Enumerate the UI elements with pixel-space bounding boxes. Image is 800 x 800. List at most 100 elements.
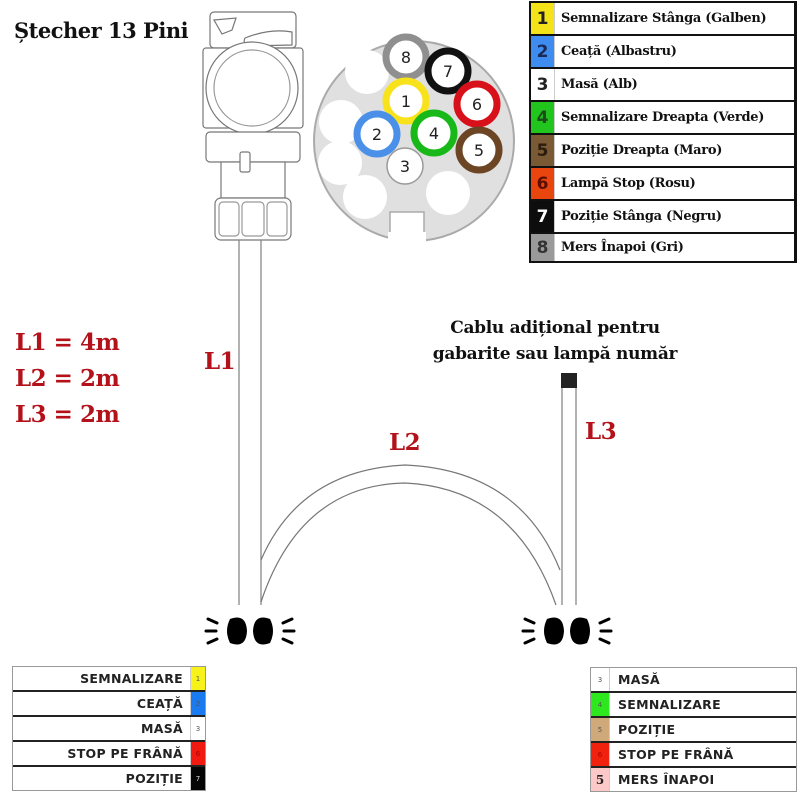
lamp-table-row: 4 SEMNALIZARE — [591, 693, 796, 718]
length-l2: L2 = 2m — [15, 365, 120, 392]
pin-function-label: Poziție Dreapta (Maro) — [554, 135, 794, 166]
socket-pin-5: 5 — [455, 126, 503, 174]
lamp-table-row: 5 MERS ÎNAPOI — [591, 768, 796, 791]
cable-l2 — [260, 464, 561, 606]
lamp-function-label: MERS ÎNAPOI — [618, 772, 715, 787]
pin-number: 8 — [401, 48, 411, 67]
pin-color-swatch: 6 — [531, 168, 554, 199]
socket-pin-4: 4 — [410, 109, 458, 157]
pin-function-label: Semnalizare Dreapta (Verde) — [554, 102, 794, 133]
pin-color-swatch: 5 — [591, 768, 610, 791]
lamp-function-label: CEAȚĂ — [136, 696, 183, 711]
lamp-table-row: STOP PE FRÂNĂ 6 — [13, 742, 205, 767]
socket-pin-6: 6 — [453, 80, 501, 128]
pin-color-swatch: 3 — [190, 717, 205, 740]
pin-color-swatch: 1 — [531, 3, 554, 34]
pin-color-swatch: 6 — [591, 743, 610, 766]
pin-ring — [382, 33, 430, 81]
socket-pin-7: 7 — [424, 47, 472, 95]
lamp-function-label: MASĂ — [618, 672, 660, 687]
socket-pin-2: 2 — [353, 110, 401, 158]
length-l1: L1 = 4m — [15, 329, 120, 356]
pin-ring — [410, 109, 458, 157]
cable-lengths: L1 = 4m L2 = 2m L3 = 2m — [15, 325, 120, 433]
lamp-function-label: POZIȚIE — [125, 771, 183, 786]
cable-end-cap — [561, 373, 577, 388]
lamp-function-label: POZIȚIE — [618, 722, 676, 737]
pin-function-label: Semnalizare Stânga (Galben) — [554, 3, 794, 34]
pin-color-swatch: 3 — [531, 69, 554, 100]
lamp-function-label: STOP PE FRÂNĂ — [67, 746, 183, 761]
extra-cable-note: Cablu adițional pentru gabarite sau lamp… — [415, 315, 695, 367]
pin-number: 7 — [443, 62, 453, 81]
right-lamp-icon — [521, 617, 613, 645]
lamp-table-row: POZIȚIE 7 — [13, 767, 205, 790]
cable-l1 — [238, 240, 262, 605]
right-lamp-table: 3 MASĂ 4 SEMNALIZARE 5 POZIȚIE 6 STOP PE FRÂNĂ 5… — [590, 667, 797, 792]
lamp-function-label: SEMNALIZARE — [618, 697, 721, 712]
socket-pin-1: 1 — [382, 77, 430, 125]
pin-function-label: Masă (Alb) — [554, 69, 794, 100]
lamp-table-row: 3 MASĂ — [591, 668, 796, 693]
extra-cable-note-line2: gabarite sau lampă număr — [432, 344, 678, 364]
pin-function-label: Lampă Stop (Rosu) — [554, 168, 794, 199]
cable-label-l3: L3 — [585, 418, 617, 445]
pin-color-swatch: 6 — [190, 742, 205, 765]
pin-number: 4 — [429, 124, 439, 143]
lamp-table-row: SEMNALIZARE 1 — [13, 667, 205, 692]
page-title: Ștecher 13 Pini — [14, 18, 189, 43]
socket-pin-3: 3 — [386, 147, 424, 185]
pin-number: 5 — [474, 141, 484, 160]
pin-color-swatch: 2 — [190, 692, 205, 715]
plug-drawing — [202, 11, 304, 241]
lamp-function-label: MASĂ — [141, 721, 183, 736]
pin-color-swatch: 7 — [190, 767, 205, 790]
pin-number: 1 — [401, 92, 411, 111]
pin-ring — [453, 80, 501, 128]
pin-color-swatch: 8 — [531, 234, 554, 261]
socket-pin-8: 8 — [382, 33, 430, 81]
cable-label-l1: L1 — [204, 348, 236, 375]
pin-number: 3 — [400, 157, 410, 176]
cable-l3 — [561, 387, 577, 605]
lamp-table-row: 5 POZIȚIE — [591, 718, 796, 743]
pin-ring — [386, 147, 424, 185]
pin-ring — [455, 126, 503, 174]
pin-ring — [353, 110, 401, 158]
pin-color-swatch: 2 — [531, 36, 554, 67]
pin-color-swatch: 5 — [591, 718, 610, 741]
lamp-function-label: STOP PE FRÂNĂ — [618, 747, 734, 762]
pin-ring — [382, 77, 430, 125]
pin-color-swatch: 7 — [531, 201, 554, 232]
socket-pins: 8 7 1 6 2 4 5 3 — [353, 33, 503, 185]
pin-function-label: Mers Înapoi (Gri) — [554, 234, 794, 261]
length-l3: L3 = 2m — [15, 401, 120, 428]
lamp-table-row: CEAȚĂ 2 — [13, 692, 205, 717]
pin-color-swatch: 3 — [591, 668, 610, 691]
pin-color-swatch: 5 — [531, 135, 554, 166]
extra-cable-note-line1: Cablu adițional pentru — [450, 318, 660, 338]
lamp-table-row: MASĂ 3 — [13, 717, 205, 742]
pin-function-label: Ceață (Albastru) — [554, 36, 794, 67]
left-lamp-icon — [204, 617, 296, 645]
pin-color-swatch: 4 — [531, 102, 554, 133]
pin-ring — [424, 47, 472, 95]
pin-function-label: Poziție Stânga (Negru) — [554, 201, 794, 232]
pin-color-swatch: 4 — [591, 693, 610, 716]
pin-number: 6 — [472, 95, 482, 114]
lamp-function-label: SEMNALIZARE — [80, 671, 183, 686]
pin-color-swatch: 1 — [190, 667, 205, 690]
pin-number: 2 — [372, 125, 382, 144]
lamp-table-row: 6 STOP PE FRÂNĂ — [591, 743, 796, 768]
